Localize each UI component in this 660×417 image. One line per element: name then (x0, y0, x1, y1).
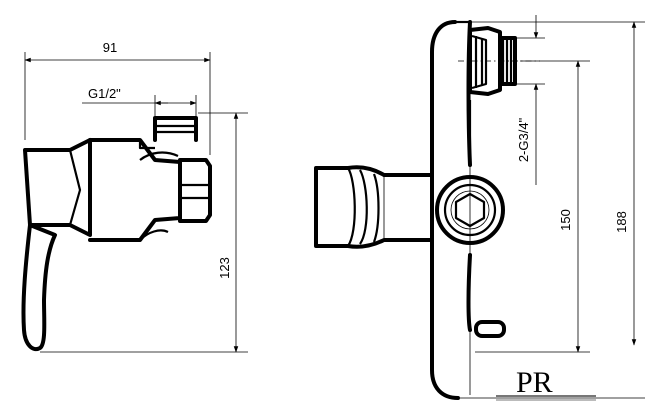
side-lever-handle (21, 223, 57, 351)
dim-inlet-thread: G1/2" (88, 86, 121, 101)
side-lever-neck (68, 149, 82, 226)
front-lever (314, 165, 434, 249)
front-view: 2-G3/4" 150 188 (314, 15, 645, 400)
outlet-ring (435, 175, 505, 245)
dim-height-150: 150 (558, 209, 573, 231)
side-curl (139, 229, 169, 241)
side-inlet-pipe (153, 116, 198, 142)
bottom-tab (474, 320, 506, 338)
hex-socket (454, 192, 486, 228)
side-valve-body (88, 138, 182, 242)
brand-logo: PR (496, 366, 596, 401)
dim-height-123: 123 (217, 257, 232, 279)
dim-height-188: 188 (614, 211, 629, 233)
side-hex-nut (178, 158, 212, 223)
dim-outlet-thread: 2-G3/4" (516, 117, 531, 162)
side-upper-curl (139, 151, 179, 161)
dim-width-91: 91 (103, 40, 117, 55)
side-view: 91 G1/2" 123 (21, 40, 248, 353)
logo-text: PR (516, 366, 553, 399)
top-connector (468, 26, 502, 96)
